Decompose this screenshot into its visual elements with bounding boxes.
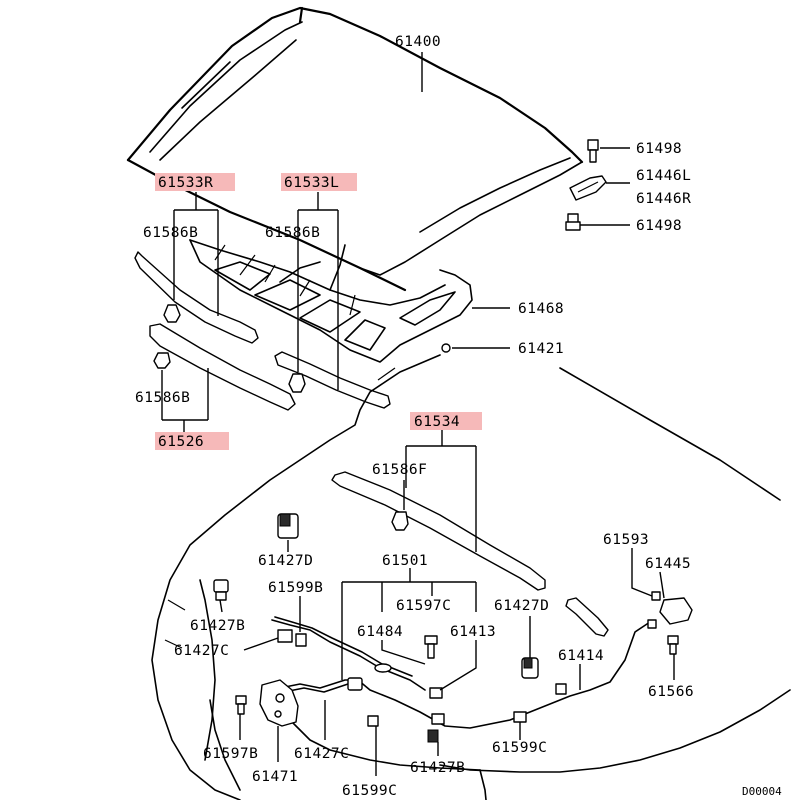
label-61427d-2: 61427D bbox=[494, 598, 549, 614]
label-61413: 61413 bbox=[450, 624, 496, 640]
seal-61534 bbox=[331, 471, 546, 591]
label-61484: 61484 bbox=[357, 624, 403, 640]
clip-61413 bbox=[429, 687, 443, 699]
label-61566: 61566 bbox=[648, 684, 694, 700]
label-61599c-2: 61599C bbox=[342, 783, 397, 799]
hood-inner-frame bbox=[189, 239, 473, 363]
bumper-61427d bbox=[277, 513, 299, 539]
label-61468: 61468 bbox=[518, 301, 564, 317]
label-61427c-2: 61427C bbox=[294, 746, 349, 762]
leader-lines bbox=[161, 52, 675, 776]
clip-61599c-a bbox=[367, 715, 379, 727]
bolt-61566 bbox=[667, 635, 679, 655]
label-61427b-1: 61427B bbox=[190, 618, 245, 634]
bumper-61427c bbox=[277, 629, 293, 643]
label-61599c-1: 61599C bbox=[492, 740, 547, 756]
label-61427c-1: 61427C bbox=[174, 643, 229, 659]
label-61414: 61414 bbox=[558, 648, 604, 664]
bolt-61498-upper bbox=[587, 139, 599, 163]
label-highlights bbox=[155, 173, 482, 450]
label-61498-lower: 61498 bbox=[636, 218, 682, 234]
hinge-61446 bbox=[569, 175, 607, 201]
label-61533l: 61533L bbox=[284, 175, 339, 191]
label-61427d-1: 61427D bbox=[258, 553, 313, 569]
label-61421: 61421 bbox=[518, 341, 564, 357]
label-61597c: 61597C bbox=[396, 598, 451, 614]
label-61427b-2: 61427B bbox=[410, 760, 465, 776]
label-61593: 61593 bbox=[603, 532, 649, 548]
weatherstrips bbox=[134, 251, 391, 411]
clip-61586b-a bbox=[163, 304, 181, 323]
label-61446l: 61446L bbox=[636, 168, 691, 184]
handle-61445 bbox=[647, 591, 693, 629]
diagram-code: D00004 bbox=[742, 785, 782, 798]
label-61526: 61526 bbox=[158, 434, 204, 450]
label-61586b-2: 61586B bbox=[265, 225, 320, 241]
clip-61586b-b bbox=[288, 373, 306, 393]
clip-61586b-c bbox=[153, 352, 171, 369]
bumper-61427d-b bbox=[521, 657, 539, 679]
hood-panel bbox=[126, 6, 584, 292]
bumper-61427b bbox=[213, 579, 229, 601]
label-61586f: 61586F bbox=[372, 462, 427, 478]
label-61446r: 61446R bbox=[636, 191, 691, 207]
label-61400: 61400 bbox=[395, 34, 441, 50]
bolt-61597b bbox=[235, 695, 247, 715]
label-61533r: 61533R bbox=[158, 175, 213, 191]
bolt-61484 bbox=[424, 635, 438, 659]
bumper-61427c-b bbox=[347, 677, 363, 691]
label-61498-top: 61498 bbox=[636, 141, 682, 157]
clip-near-61414 bbox=[555, 683, 567, 695]
bolt-61498-lower bbox=[565, 213, 581, 231]
clip-61599c-b bbox=[513, 711, 527, 723]
label-61501: 61501 bbox=[382, 553, 428, 569]
part-labels: 61400 61498 61446L 61446R 61498 61533R 6… bbox=[135, 34, 782, 799]
label-61586b-1: 61586B bbox=[143, 225, 198, 241]
clip-61599b bbox=[295, 633, 307, 647]
label-61471: 61471 bbox=[252, 769, 298, 785]
strip-61427d-right bbox=[565, 597, 609, 637]
latch-61471 bbox=[259, 679, 299, 727]
body-outline bbox=[151, 354, 791, 800]
release-cable bbox=[271, 616, 651, 729]
label-61597b: 61597B bbox=[203, 746, 258, 762]
clip-61586f bbox=[391, 511, 409, 531]
bumper-61427b-b bbox=[427, 713, 445, 743]
label-61599b: 61599B bbox=[268, 580, 323, 596]
label-61445: 61445 bbox=[645, 556, 691, 572]
grommet-61421 bbox=[441, 343, 451, 353]
label-61534: 61534 bbox=[414, 414, 460, 430]
label-61586b-3: 61586B bbox=[135, 390, 190, 406]
